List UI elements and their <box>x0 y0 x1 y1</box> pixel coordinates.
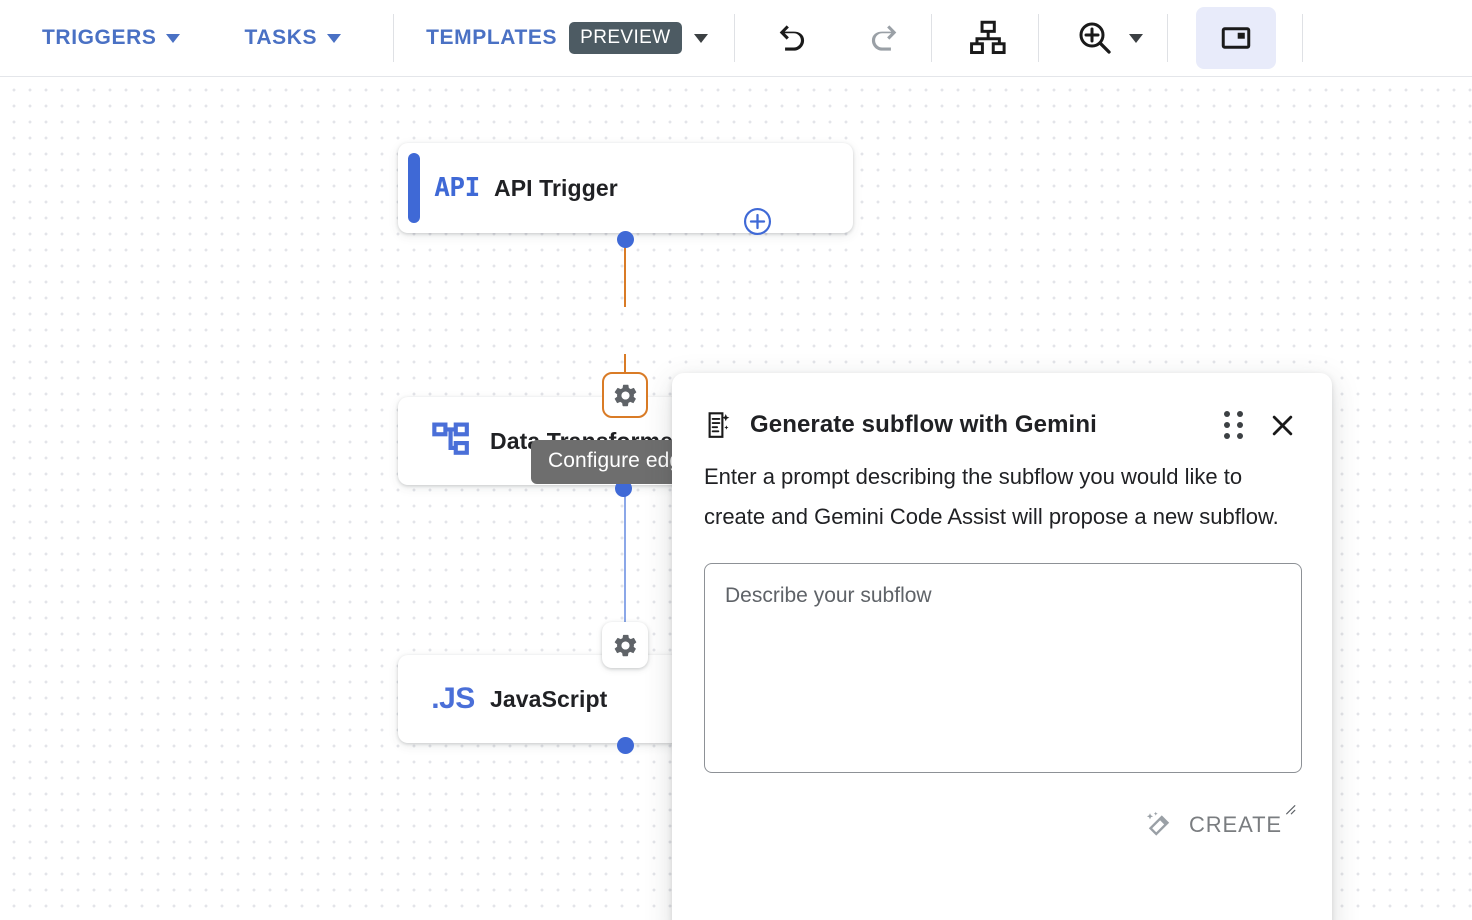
dialog-header: Generate subflow with Gemini <box>672 373 1332 443</box>
chevron-down-icon <box>327 33 342 43</box>
api-text-icon: API <box>434 173 480 203</box>
redo-icon <box>871 25 896 51</box>
close-dialog-button[interactable] <box>1264 407 1300 443</box>
subflow-prompt-input[interactable] <box>704 563 1302 773</box>
tasks-menu-button[interactable]: TASKS <box>240 20 345 56</box>
generate-subflow-dialog: Generate subflow with Gemini Enter a pro… <box>672 373 1332 920</box>
close-icon <box>1272 415 1292 435</box>
toolbar-divider <box>1166 14 1168 62</box>
data-transformer-icon <box>416 422 490 460</box>
toolbar-divider <box>733 14 735 62</box>
chevron-down-icon[interactable] <box>1128 33 1143 43</box>
top-toolbar: TRIGGERS TASKS TEMPLATES PREVIEW <box>0 0 1472 77</box>
configure-edge-button-selected[interactable] <box>602 372 648 418</box>
dialog-description: Enter a prompt describing the subflow yo… <box>704 464 1279 529</box>
tasks-menu-label: TASKS <box>244 26 318 49</box>
preview-badge: PREVIEW <box>569 22 682 54</box>
drag-handle-icon[interactable] <box>1220 410 1246 440</box>
triggers-menu-label: TRIGGERS <box>42 26 157 49</box>
toolbar-divider <box>1301 14 1303 62</box>
toggle-side-panel-button[interactable] <box>1195 7 1276 69</box>
toolbar-divider <box>1037 14 1039 62</box>
javascript-text-icon: .JS <box>431 682 475 715</box>
zoom-control[interactable] <box>1039 12 1143 64</box>
gemini-document-sparkle-icon <box>708 412 730 438</box>
auto-layout-button[interactable] <box>962 12 1014 64</box>
hierarchy-layout-icon <box>969 20 1006 55</box>
toolbar-divider <box>393 14 395 62</box>
zoom-in-icon <box>1079 22 1111 54</box>
connector-dot-transformer-out[interactable] <box>615 480 632 497</box>
subflow-prompt-wrapper <box>672 537 1332 778</box>
plus-circle-icon <box>743 207 772 236</box>
zoom-in-button[interactable] <box>1069 12 1121 64</box>
magic-wand-icon <box>1146 811 1170 836</box>
dialog-footer: CREATE <box>672 778 1332 848</box>
create-subflow-label: CREATE <box>1188 812 1282 837</box>
toolbar-divider <box>930 14 932 62</box>
edge-api-to-transformer-upper[interactable] <box>624 239 626 307</box>
undo-icon <box>779 25 804 51</box>
templates-menu-button[interactable]: TEMPLATES PREVIEW <box>426 22 708 54</box>
node-title: API Trigger <box>494 174 618 201</box>
undo-button[interactable] <box>767 12 819 64</box>
edge-transformer-to-javascript[interactable] <box>624 487 626 639</box>
redo-button[interactable] <box>857 12 909 64</box>
node-api-trigger[interactable]: API API Trigger <box>398 143 853 233</box>
dialog-title: Generate subflow with Gemini <box>750 411 1097 438</box>
side-panel-icon <box>1221 27 1250 49</box>
create-subflow-button[interactable]: CREATE <box>1135 802 1292 848</box>
connector-dot-javascript-out[interactable] <box>617 737 634 754</box>
gear-icon <box>614 634 636 656</box>
templates-menu-label: TEMPLATES <box>426 26 558 49</box>
node-title: JavaScript <box>490 685 608 712</box>
triggers-menu-button[interactable]: TRIGGERS <box>38 20 184 56</box>
connector-dot-api-out[interactable] <box>617 231 634 248</box>
configure-edge-button[interactable] <box>602 622 648 668</box>
chevron-down-icon <box>693 33 708 43</box>
gear-icon <box>614 384 636 406</box>
node-accent-bar <box>408 153 420 223</box>
chevron-down-icon <box>166 33 181 43</box>
add-node-button[interactable] <box>743 207 772 236</box>
flow-canvas[interactable]: API API Trigger Data Transformer .JS Jav… <box>0 77 1472 920</box>
